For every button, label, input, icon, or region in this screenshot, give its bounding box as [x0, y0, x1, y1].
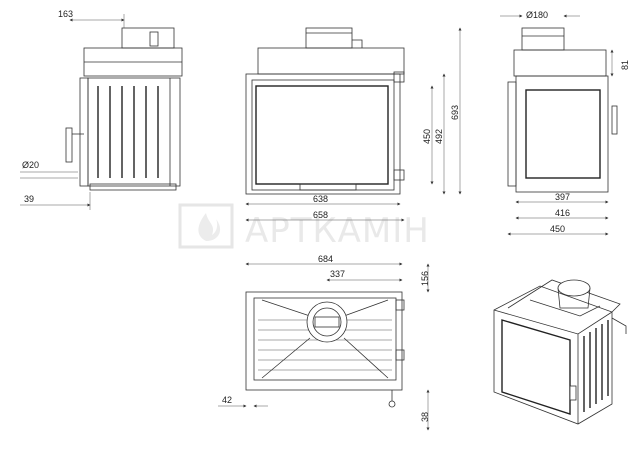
dim-front-outer: 658 [313, 210, 328, 220]
dim-top-width: 684 [318, 254, 333, 264]
dim-top-left: 42 [222, 395, 232, 405]
side-view-left: 163 Ø20 39 [20, 9, 183, 210]
top-view: 684 337 156 42 38 [218, 254, 430, 431]
watermark-text: АРТКАМІН [245, 211, 430, 251]
fire-logo-icon [178, 203, 234, 249]
dim-front-body: 492 [434, 129, 444, 144]
dim-top-depth: 156 [420, 271, 430, 286]
dim-right-w3: 450 [550, 224, 565, 234]
dim-top-center: 337 [330, 269, 345, 279]
front-view: 638 658 450 492 693 [245, 27, 462, 222]
dim-right-flue: Ø180 [526, 10, 548, 20]
dim-front-total: 693 [450, 105, 460, 120]
isometric-view [493, 279, 627, 425]
dim-front-inner: 638 [313, 194, 328, 204]
side-grille-left [97, 86, 159, 178]
dim-right-w1: 397 [555, 192, 570, 202]
watermark: АРТКАМІН [178, 203, 430, 251]
iso-grille [583, 320, 609, 412]
dim-side-bottom: 39 [24, 194, 34, 204]
dim-side-top: 163 [58, 9, 73, 19]
dim-top-bottom: 38 [420, 412, 430, 422]
side-view-right: Ø180 81 397 416 450 [500, 10, 630, 236]
dim-side-pipe: Ø20 [22, 160, 39, 170]
dim-front-glass: 450 [422, 129, 432, 144]
dim-right-collar: 81 [620, 60, 630, 70]
dim-right-w2: 416 [555, 208, 570, 218]
